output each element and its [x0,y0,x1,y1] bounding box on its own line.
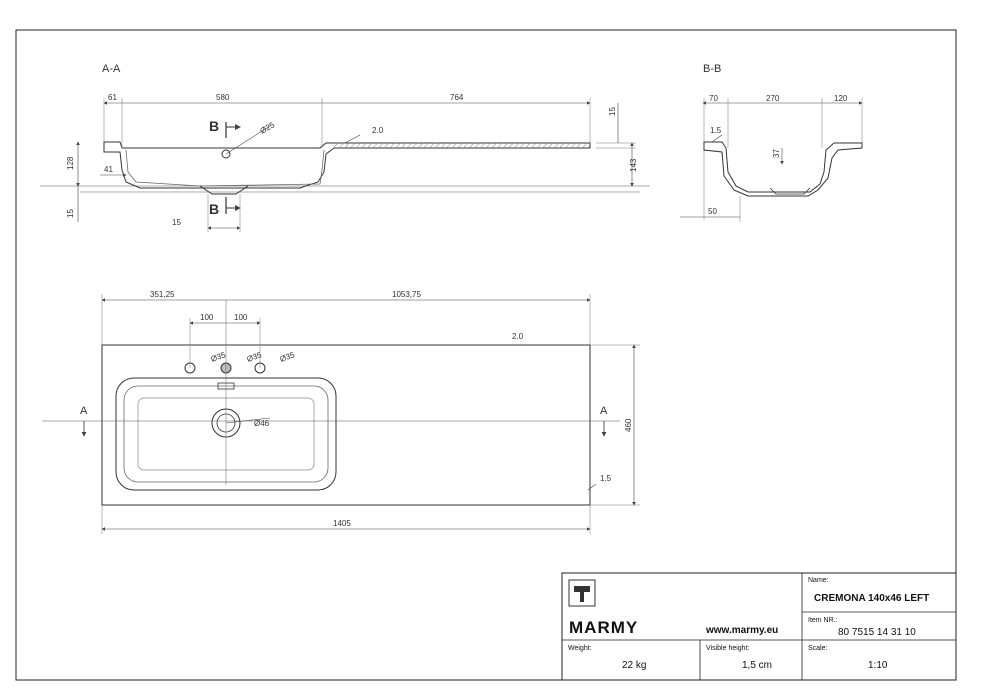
section-aa-view: A-A 61 580 764 128 15 41 B B Ø25 [40,63,650,232]
marmy-logo-icon [568,579,596,607]
dim-plan-100-b: 100 [234,313,248,322]
dim-aa-764: 764 [450,93,464,102]
scale-label: Scale: [808,645,828,652]
scale-value: 1:10 [868,660,888,671]
dim-aa-580: 580 [216,93,230,102]
dim-plan-351: 351,25 [150,290,175,299]
plan-outline [101,344,591,506]
cut-marker-a-left: A [80,405,88,417]
dim-plan-d35-c: Ø35 [279,350,297,364]
dim-plan-1053: 1053,75 [392,290,421,299]
title-block: MARMY www.marmy.eu Name: CREMONA 140x46 … [561,572,957,681]
name-label: Name: [808,577,829,584]
name-value: CREMONA 140x46 LEFT [814,593,929,604]
plan-view: Ø46 Ø35 Ø35 Ø35 351,25 1053,75 100 100 2… [42,290,640,534]
dim-aa-128: 128 [66,156,75,170]
dim-plan-d46: Ø46 [254,419,270,428]
section-bb-label: B-B [703,63,721,75]
cut-marker-b-top: B [209,118,219,134]
dim-aa-d25: Ø25 [259,120,277,136]
section-aa-slab [103,141,591,189]
section-bb-slab [703,141,863,197]
dim-plan-2-0: 2.0 [512,332,524,341]
dim-aa-41: 41 [104,165,113,174]
dim-plan-100-a: 100 [200,313,214,322]
dim-aa-15-right: 15 [608,107,617,116]
visible-height-label: Visible height: [706,645,750,652]
dim-bb-37: 37 [772,149,781,158]
dim-aa-d90: 15 [172,218,181,227]
cut-marker-b-bottom: B [209,201,219,217]
dim-plan-1-5: 1.5 [600,474,612,483]
weight-label: Weight: [568,645,592,652]
dim-plan-460: 460 [624,418,633,432]
section-bb-view: B-B 70 270 120 1.5 37 50 [680,63,863,222]
weight-value: 22 kg [622,660,646,671]
dim-aa-2-0: 2.0 [372,126,384,135]
cut-marker-a-right: A [600,405,608,417]
website: www.marmy.eu [705,625,778,636]
sheet-border [15,29,957,681]
dim-aa-61: 61 [108,93,117,102]
dim-bb-50: 50 [708,207,717,216]
item-label: Item NR.: [808,617,838,624]
visible-height-value: 1,5 cm [742,660,772,671]
dim-plan-d35-a: Ø35 [210,350,228,364]
item-value: 80 7515 14 31 10 [838,627,916,638]
dim-aa-15-left: 15 [66,209,75,218]
dim-bb-120: 120 [834,94,848,103]
section-aa-label: A-A [102,63,121,75]
dim-plan-d35-b: Ø35 [246,350,264,364]
dim-bb-70: 70 [709,94,718,103]
dim-aa-143: 143 [629,158,638,172]
dim-bb-270: 270 [766,94,780,103]
brand-name: MARMY [569,618,638,637]
dim-bb-1-5: 1.5 [710,126,722,135]
dim-plan-1405: 1405 [333,519,351,528]
